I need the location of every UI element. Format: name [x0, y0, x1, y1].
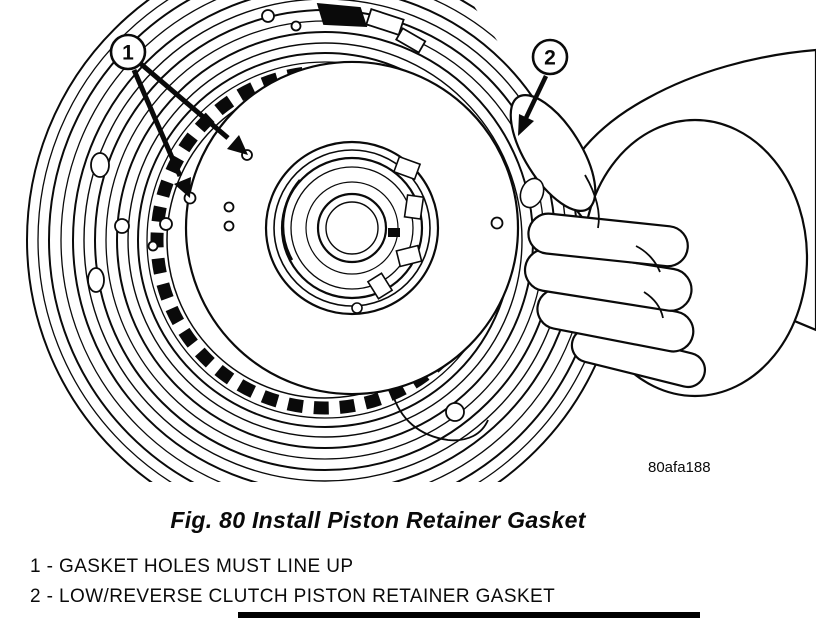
callout-1-number: 1: [122, 42, 134, 65]
reference-code: 80afa188: [648, 459, 711, 476]
callout-2-number: 2: [544, 47, 556, 70]
top-spline-tabs: [316, 2, 427, 54]
thumbnail: [519, 177, 545, 209]
case-notch-detail: [391, 391, 489, 442]
thumb: [509, 93, 597, 213]
figure-legend: 1 - GASKET HOLES MUST LINE UP 2 - LOW/RE…: [30, 552, 555, 612]
callout-2: 2: [518, 38, 569, 136]
page-divider: [238, 612, 700, 618]
figure-illustration: 1 2 80afa188: [26, 0, 816, 482]
hand-drawing: [509, 48, 816, 398]
piston-retainer-hub-drawing: [273, 149, 431, 314]
legend-item-2: 2 - LOW/REVERSE CLUTCH PISTON RETAINER G…: [30, 586, 556, 607]
callout-1: 1: [109, 33, 248, 198]
case-bolt-holes: [87, 9, 465, 422]
knuckle-line-2: [643, 291, 664, 319]
legend-item-1: 1 - GASKET HOLES MUST LINE UP: [30, 556, 354, 577]
thumb-web-line: [584, 174, 600, 229]
hub-clutch-tabs: [366, 155, 425, 300]
line-art-drawing: 1 2 80afa188: [26, 0, 816, 482]
figure-caption: Fig. 80 Install Piston Retainer Gasket: [170, 507, 586, 533]
gasket-drawing: [183, 60, 520, 396]
knuckle-line-1: [635, 245, 661, 273]
